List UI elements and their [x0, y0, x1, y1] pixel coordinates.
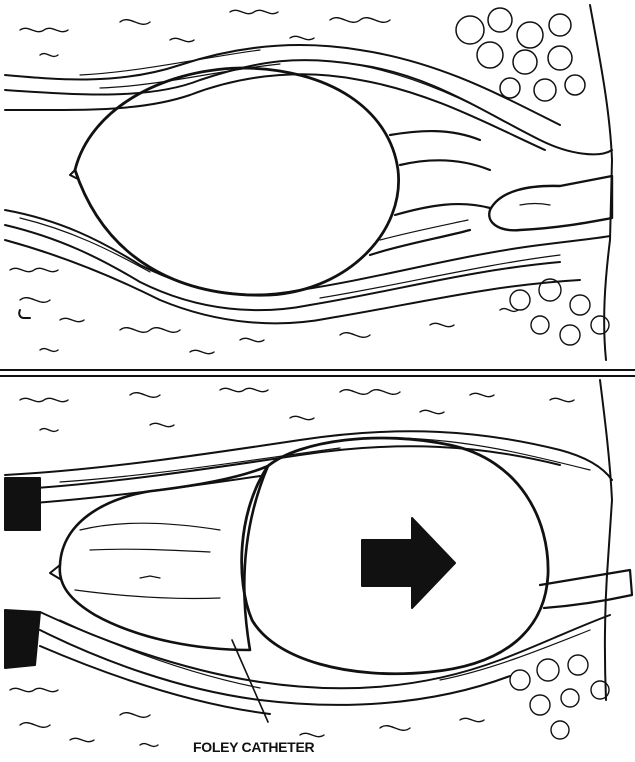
bottom-lower-right-cells: [510, 655, 609, 739]
bottom-left-balloon-creases: [75, 523, 220, 598]
bottom-upper-wall: [5, 431, 612, 505]
bottom-lower-squiggles: [10, 688, 484, 746]
bottom-left-balloon: [60, 466, 268, 650]
bottom-left-tip: [50, 565, 60, 579]
bottom-right-edge: [600, 380, 612, 700]
bottom-left-dark-wall-lower: [5, 610, 40, 668]
bottom-catheter-tube: [540, 570, 632, 608]
bottom-top-squiggles: [20, 388, 574, 431]
top-right-edge: [590, 5, 612, 360]
top-lower-right-cells: [510, 279, 609, 345]
top-right-cells: [456, 8, 585, 101]
top-lower-wall: [5, 210, 610, 323]
top-panel: [5, 5, 612, 360]
bottom-left-dark-wall: [5, 478, 40, 530]
panel-divider: [0, 370, 635, 376]
top-catheter-tube: [489, 176, 612, 230]
top-tube-shading: [520, 204, 550, 206]
bottom-lower-wall: [40, 612, 610, 714]
arrow-right-icon: [362, 518, 455, 608]
top-tissue-squiggles: [20, 10, 390, 56]
bottom-panel: [5, 380, 632, 746]
top-upper-wall: [5, 45, 612, 154]
top-balloon: [75, 68, 399, 295]
foley-catheter-label: FOLEY CATHETER: [193, 739, 314, 755]
top-fold-lines: [370, 131, 490, 255]
